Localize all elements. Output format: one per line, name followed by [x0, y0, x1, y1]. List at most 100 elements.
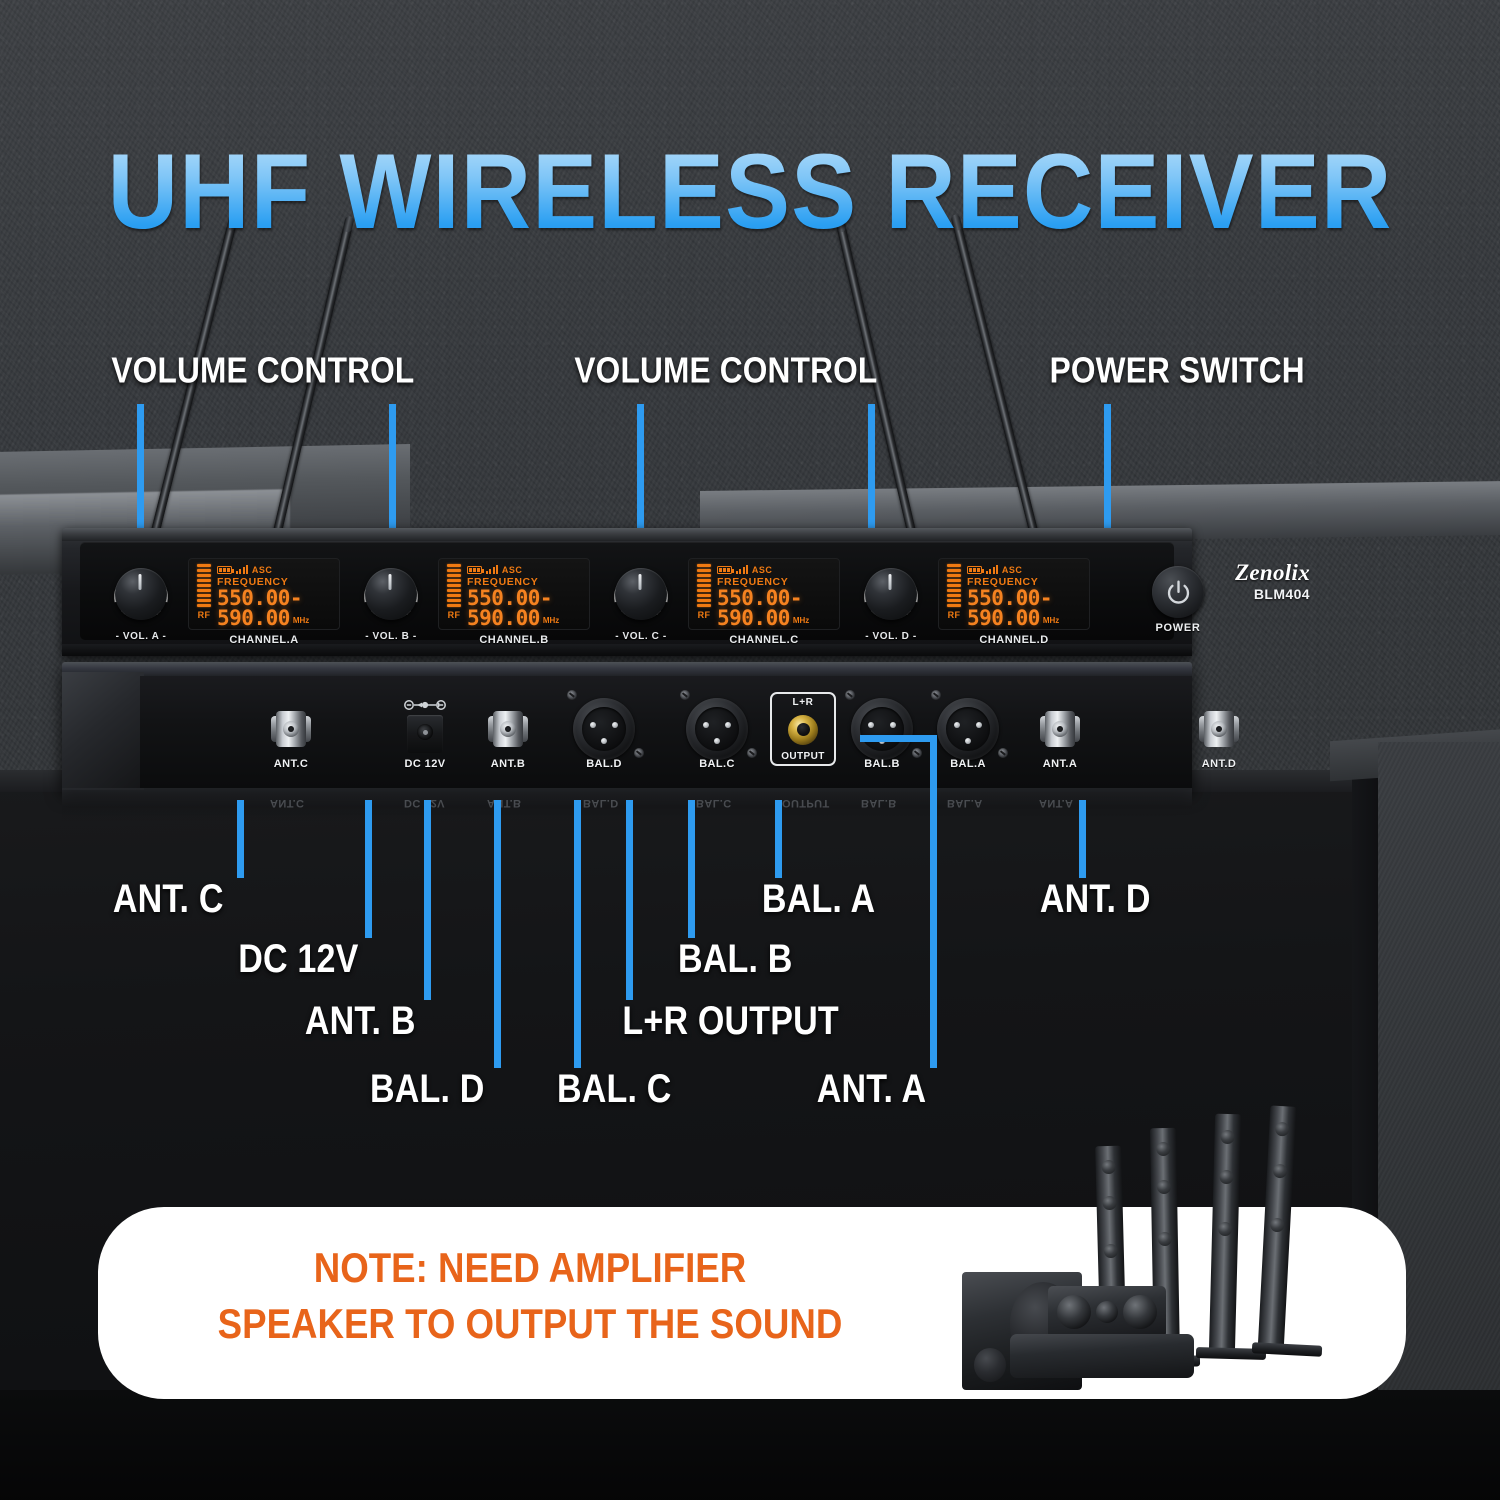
frequency-row-d: 590.00 MHz — [967, 608, 1085, 629]
callout-line-bal-b — [688, 800, 695, 938]
rf-bars-b — [447, 564, 461, 608]
frequency-unit-b: MHz — [542, 616, 560, 625]
connector-bal-b[interactable] — [851, 698, 913, 760]
knob-body-a[interactable] — [115, 568, 167, 620]
asc-label: ASC — [501, 564, 523, 575]
lcd-b: RF ASC FREQUENCY 550.00- — [438, 558, 590, 630]
rf-meter-a: RF — [194, 564, 214, 626]
connector-ant-c[interactable] — [268, 706, 314, 752]
reflected-label-ant-c: ANT.C — [270, 797, 305, 809]
asc-label: ASC — [1001, 564, 1023, 575]
callout-ant-d: ANT. D — [1039, 876, 1151, 921]
display-channel-b: RF ASC FREQUENCY 550.00- — [438, 558, 590, 646]
knob-pointer-b — [388, 574, 392, 590]
channel-label-a: CHANNEL.A — [229, 634, 299, 646]
receiver-rear-unit: ANT.C DC 12V ANT.B — [62, 662, 1239, 790]
connector-bal-c[interactable] — [686, 698, 748, 760]
connector-ant-a[interactable] — [1037, 706, 1083, 752]
jack-label-ant-d: ANT.D — [1201, 758, 1237, 770]
connector-lr-output[interactable]: L+R OUTPUT — [770, 692, 836, 766]
power-icon — [1167, 580, 1189, 604]
rear-top-bevel — [62, 662, 1192, 678]
background-wall — [0, 0, 1500, 790]
callout-line-bal-a — [775, 800, 782, 878]
callout-line-ant-a-horizontal — [860, 735, 936, 742]
connector-dc-12v[interactable] — [403, 698, 447, 756]
jack-label-bal-b: BAL.B — [864, 758, 900, 770]
connector-bal-a[interactable] — [937, 698, 999, 760]
jack-label-bal-c: BAL.C — [699, 758, 735, 770]
callout-lr-output: L+R OUTPUT — [622, 998, 839, 1043]
volume-knob-b[interactable]: - VOL. B - — [352, 562, 430, 642]
knob-body-b[interactable] — [365, 568, 417, 620]
screw — [567, 690, 577, 700]
jack-635-icon[interactable] — [788, 714, 818, 745]
jack-label-ant-b: ANT.B — [490, 758, 526, 770]
connector-bal-d[interactable] — [573, 698, 635, 760]
front-top-bevel — [62, 528, 1192, 541]
callout-dc-12v: DC 12V — [238, 936, 359, 981]
screw — [998, 748, 1008, 758]
knob-body-d[interactable] — [865, 568, 917, 620]
lcd-status-row-d: ASC — [967, 564, 1085, 575]
volume-knob-c[interactable]: - VOL. C - — [602, 562, 680, 642]
rear-left-side-face — [62, 672, 144, 790]
reflected-label-ant-a: ANT.A — [1039, 797, 1074, 809]
signal-bars-icon — [236, 565, 248, 574]
center-channel-speaker — [1048, 1286, 1166, 1338]
display-channel-d: RF ASC FREQUENCY 550.00- — [938, 558, 1090, 646]
callout-line-volume-b — [389, 404, 396, 586]
signal-bars-icon — [736, 565, 748, 574]
lcd-main-a: ASC FREQUENCY 550.00- 590.00 MHz — [214, 564, 335, 629]
jack-label-ant-c: ANT.C — [273, 758, 309, 770]
frequency-value-a-line1: 550.00- — [217, 586, 303, 610]
channel-label-b: CHANNEL.B — [479, 634, 549, 646]
rf-label-b: RF — [447, 610, 461, 621]
knob-body-c[interactable] — [615, 568, 667, 620]
rf-label-a: RF — [197, 610, 211, 621]
callout-volume-control-right: VOLUME CONTROL — [574, 350, 878, 392]
display-channel-c: RF ASC FREQUENCY 550.00- — [688, 558, 840, 646]
connector-ant-d[interactable] — [1196, 706, 1242, 752]
reflected-label-bal-b: BAL.B — [861, 797, 897, 809]
callout-line-volume-c — [637, 404, 644, 586]
receiver-front-unit: - VOL. A - RF — [62, 528, 1310, 656]
jack-label-bal-a: BAL.A — [950, 758, 986, 770]
screw — [845, 690, 855, 700]
asc-label: ASC — [751, 564, 773, 575]
callout-line-ant-b — [424, 800, 431, 1000]
callout-ant-b: ANT. B — [304, 998, 416, 1043]
callout-line-dc-12v — [365, 800, 372, 938]
note-line-1: NOTE: NEED AMPLIFIER — [313, 1245, 747, 1292]
knob-pointer-a — [138, 574, 142, 590]
callout-bal-d: BAL. D — [369, 1066, 485, 1111]
connector-ant-b[interactable] — [485, 706, 531, 752]
frequency-unit-d: MHz — [1042, 616, 1060, 625]
reflected-label-bal-c: BAL.C — [696, 797, 732, 809]
frequency-value-b-line2: 590.00 — [467, 606, 540, 630]
lcd-main-d: ASC FREQUENCY 550.00- 590.00 MHz — [964, 564, 1085, 629]
screw — [931, 690, 941, 700]
screw — [634, 748, 644, 758]
knob-pointer-d — [888, 574, 892, 590]
callout-line-lr-output — [626, 800, 633, 1000]
volume-knob-d-label: - VOL. D - — [865, 631, 917, 642]
dc-polarity-icon — [404, 700, 446, 710]
jack-label-dc-12v: DC 12V — [404, 758, 446, 770]
frequency-label-c: FREQUENCY — [717, 576, 789, 588]
power-button[interactable] — [1152, 566, 1204, 618]
lcd-a: RF ASC FREQUENCY 550.00- — [188, 558, 340, 630]
battery-icon — [967, 565, 984, 574]
lr-output-bottom-label: OUTPUT — [781, 751, 825, 762]
volume-knob-d[interactable]: - VOL. D - — [852, 562, 930, 642]
callout-bal-a: BAL. A — [761, 876, 876, 921]
frequency-row-c: 590.00 MHz — [717, 608, 835, 629]
jack-label-bal-d: BAL.D — [586, 758, 622, 770]
wall-texture — [0, 0, 1500, 790]
floor — [0, 1390, 1500, 1500]
callout-line-volume-d — [868, 404, 875, 586]
signal-bars-icon — [486, 565, 498, 574]
volume-knob-c-label: - VOL. C - — [615, 631, 667, 642]
frequency-value-b-line1: 550.00- — [467, 586, 553, 610]
volume-knob-a[interactable]: - VOL. A - — [102, 562, 180, 642]
